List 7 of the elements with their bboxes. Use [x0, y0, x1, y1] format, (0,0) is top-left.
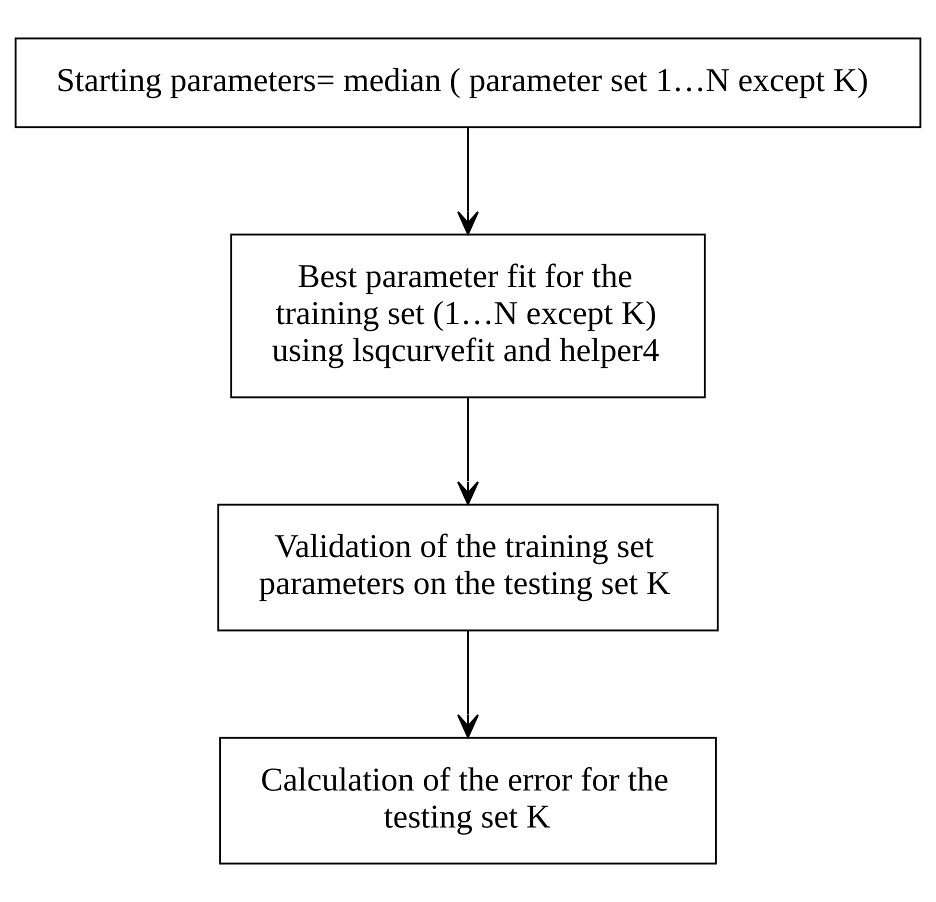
node-box: Validation of the training set parameters on the testing set K — [217, 504, 719, 632]
arrow — [457, 127, 479, 235]
node-box: Calculation of the error for the testing set K — [219, 736, 717, 865]
arrow — [457, 398, 479, 506]
node-box: Best parameter fit for the training set (1…N except K) using lsqcurvefit and helper4 — [230, 234, 706, 398]
arrow — [457, 630, 479, 738]
node-box: Starting parameters= median ( parameter set 1…N except K) — [14, 37, 922, 128]
